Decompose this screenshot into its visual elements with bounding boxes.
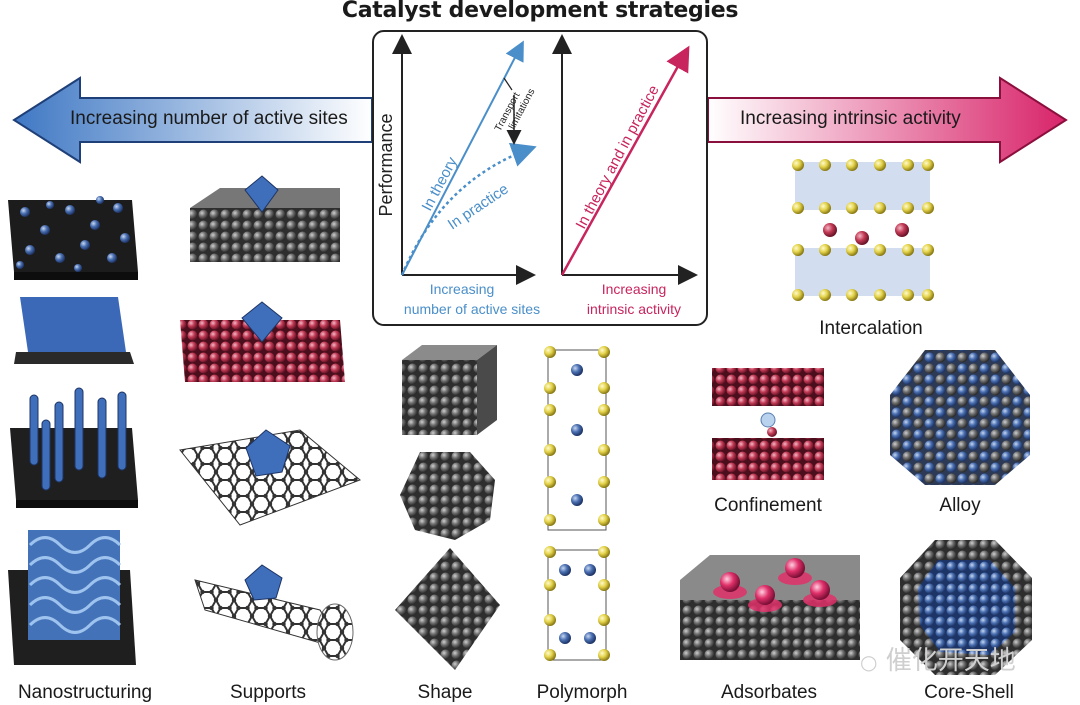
performance-plots: Performance In theory In practice Transp… [376,34,698,317]
adsorbates-slab-icon [680,555,860,660]
wechat-icon: ○ [860,650,878,674]
caption-alloy: Alloy [939,495,981,516]
theory-and-practice-line [560,45,690,276]
red-support-slab-icon [180,301,345,382]
nanotube-support-icon [194,564,354,661]
caption-core-shell: Core-Shell [924,682,1014,703]
caption-shape: Shape [417,682,473,703]
right-arrow [707,76,1068,164]
nanowire-array-icon [10,387,138,508]
figure-title: Catalyst development strategies [341,0,739,23]
cuboctahedron-nanoparticle-icon [400,452,495,540]
watermark-text: ○ 催化开天地 [860,640,1016,677]
intercalation-structure-icon [792,159,934,301]
caption-supports: Supports [229,682,307,703]
graphene-support-icon [179,429,361,526]
left-arrow-label: Increasing number of active sites [70,108,348,129]
caption-intercalation: Intercalation [819,318,923,339]
gray-support-slab-icon [190,175,340,262]
nanoparticles-on-substrate-icon [8,196,138,280]
caption-polymorph: Polymorph [536,682,628,703]
performance-axis-label: Performance [376,113,396,216]
confinement-structure-icon [712,368,824,480]
left-plot-xlabel-line1: Increasing [430,281,495,297]
alternate-polymorph-structure-icon [544,546,610,661]
left-plot-xlabel-line2: number of active sites [404,301,540,317]
caption-adsorbates: Adsorbates [720,682,818,703]
nanoporous-network-icon [8,530,136,665]
cube-nanoparticle-icon [402,345,497,435]
right-plot-xlabel-line2: intrinsic activity [587,301,681,317]
right-arrow-label: Increasing intrinsic activity [740,108,961,129]
caption-confinement: Confinement [714,495,822,516]
thin-film-icon [14,297,134,364]
octahedron-nanoparticle-icon [395,548,500,670]
alloy-nanoparticle-icon [890,350,1030,485]
core-shell-nanoparticle-icon [900,540,1032,675]
right-plot-xlabel-line1: Increasing [602,281,667,297]
watermark-label: 催化开天地 [885,646,1016,676]
performance-inset-panel [372,30,708,326]
layered-polymorph-structure-icon [544,346,610,531]
left-arrow [12,76,373,164]
caption-nanostructuring: Nanostructuring [17,682,153,703]
